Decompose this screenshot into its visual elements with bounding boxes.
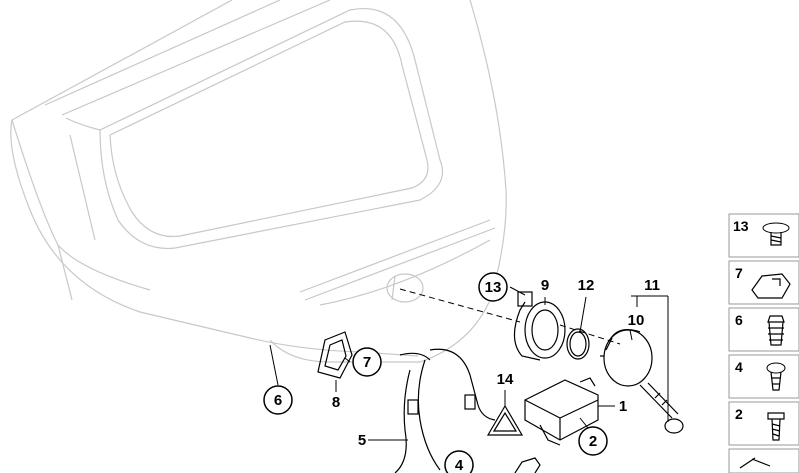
legend-cell-2 xyxy=(728,401,799,446)
svg-text:13: 13 xyxy=(485,279,502,296)
callout-14: 14 xyxy=(497,371,514,388)
alignment-dashed-line xyxy=(399,288,521,323)
svg-text:4: 4 xyxy=(455,457,464,473)
callout-8: 8 xyxy=(332,394,340,411)
pull-handle-part xyxy=(317,331,353,379)
partial-legend-icon xyxy=(739,457,771,469)
callout-12: 12 xyxy=(578,277,595,294)
callout-1: 1 xyxy=(619,398,627,415)
callout-11: 11 xyxy=(644,277,660,294)
callout-10: 10 xyxy=(628,312,645,329)
hex-screw-icon xyxy=(767,412,785,441)
legend-label-2: 2 xyxy=(735,406,743,422)
fastener-legend: 13 7 6 4 2 xyxy=(728,213,799,473)
callout-7: 7 xyxy=(352,347,382,377)
trunk-lid-outline xyxy=(10,0,507,363)
push-pin-icon xyxy=(766,362,786,391)
lock-cylinder-part xyxy=(600,328,653,387)
legend-cell-6 xyxy=(728,307,799,352)
callout-2: 2 xyxy=(578,426,608,456)
svg-text:2: 2 xyxy=(589,433,597,450)
leader-lines xyxy=(269,286,669,441)
legend-label-13: 13 xyxy=(733,218,749,234)
legend-label-7: 7 xyxy=(735,265,743,281)
legend-cell-partial xyxy=(728,448,799,473)
legend-cell-13 xyxy=(728,213,799,258)
legend-cell-7 xyxy=(728,260,799,305)
latch-module-part xyxy=(524,377,599,446)
callout-4: 4 xyxy=(444,450,474,473)
legend-cell-4 xyxy=(728,354,799,399)
o-ring-inner xyxy=(569,331,587,357)
screw-washer-icon xyxy=(762,222,790,246)
legend-label-6: 6 xyxy=(735,312,743,328)
o-ring-part xyxy=(566,328,590,360)
svg-text:7: 7 xyxy=(363,354,371,371)
warning-label-part xyxy=(486,404,524,436)
clip-icon xyxy=(751,273,791,299)
callout-5: 5 xyxy=(358,432,366,449)
expanding-rivet-icon xyxy=(767,315,785,346)
svg-text:6: 6 xyxy=(274,392,282,409)
bowden-cable-part xyxy=(394,348,496,473)
key-part xyxy=(639,382,684,434)
bottom-bracket-part xyxy=(514,457,541,473)
legend-label-4: 4 xyxy=(735,359,743,375)
emblem-housing-part xyxy=(513,291,566,361)
callout-13: 13 xyxy=(478,272,508,302)
callout-6: 6 xyxy=(263,385,293,415)
callout-9: 9 xyxy=(541,277,549,294)
